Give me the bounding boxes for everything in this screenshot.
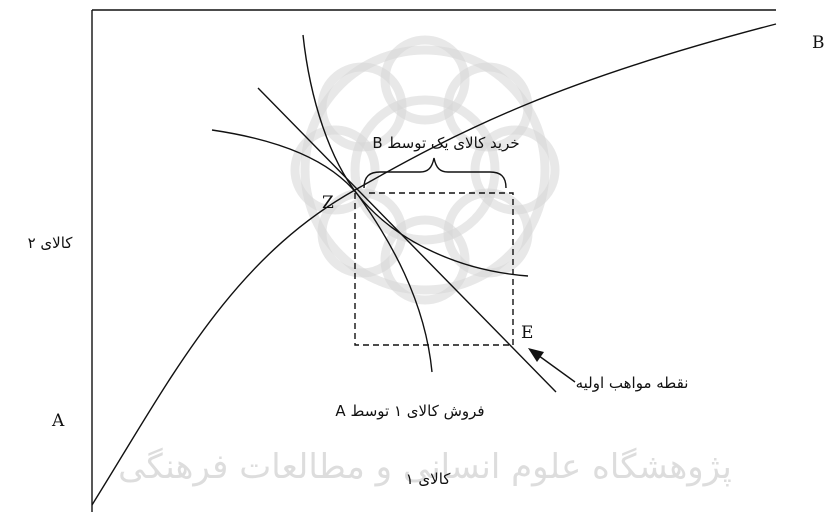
buy-brace xyxy=(363,157,507,189)
axis-x-label: کالای ۱ xyxy=(406,470,452,488)
label-e: E xyxy=(521,323,533,343)
sell-label: فروش کالای ۱ توسط A xyxy=(335,402,484,420)
indifference-curve-b-upper xyxy=(211,129,529,277)
watermark-emblem xyxy=(290,35,560,305)
box-frame xyxy=(91,9,776,512)
axis-y-label: کالای ۲ xyxy=(28,234,74,252)
buy-label: خرید کالای یک توسط B xyxy=(372,134,519,152)
endowment-label: نقطه مواهب اولیه xyxy=(576,374,689,392)
label-b-corner: B xyxy=(812,33,825,53)
label-z: Z xyxy=(322,193,334,213)
trade-rectangle xyxy=(354,192,514,346)
contract-curve xyxy=(91,23,777,506)
watermark-text: پژوهشگاه علوم انسانی و مطالعات فرهنگی xyxy=(118,447,732,487)
budget-line xyxy=(257,87,557,393)
endowment-arrow xyxy=(528,348,576,383)
label-a-corner: A xyxy=(51,411,65,431)
